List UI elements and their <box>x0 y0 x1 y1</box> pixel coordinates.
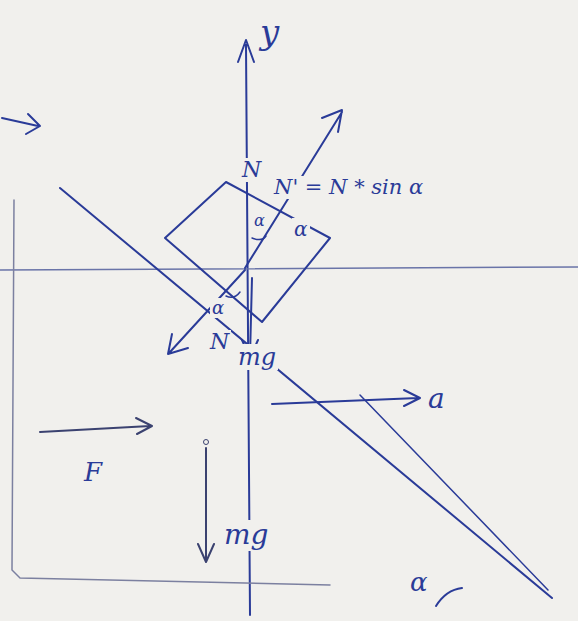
incline-line <box>60 188 552 598</box>
block <box>165 182 330 322</box>
sketch-label: α <box>210 298 226 318</box>
sketch-label: α <box>292 218 310 240</box>
sketch-label: α <box>252 212 267 230</box>
sketch-label: N <box>240 158 263 182</box>
sketch-label: F <box>82 458 104 487</box>
sketch-label: N' = N * sin α <box>272 176 425 199</box>
sketch-label: N <box>208 330 231 354</box>
angle-arc <box>252 236 266 240</box>
sketch-label: a <box>426 384 447 415</box>
acceleration-arrow <box>272 390 420 406</box>
sketch-label: α <box>408 568 430 597</box>
x-axis <box>0 267 578 270</box>
normal-reaction-arrow <box>168 270 245 354</box>
dot <box>204 440 209 445</box>
sketch-label: mg <box>236 344 278 370</box>
margin-arrow <box>2 114 40 134</box>
wall-line <box>12 200 330 585</box>
incline-line <box>360 395 548 590</box>
sketch-label: y <box>258 14 281 51</box>
sketch-label: mg <box>222 520 270 551</box>
force-arrow <box>40 418 152 434</box>
gravity-arrow <box>198 448 214 562</box>
angle-arc <box>436 588 462 606</box>
angle-arc <box>226 292 240 297</box>
